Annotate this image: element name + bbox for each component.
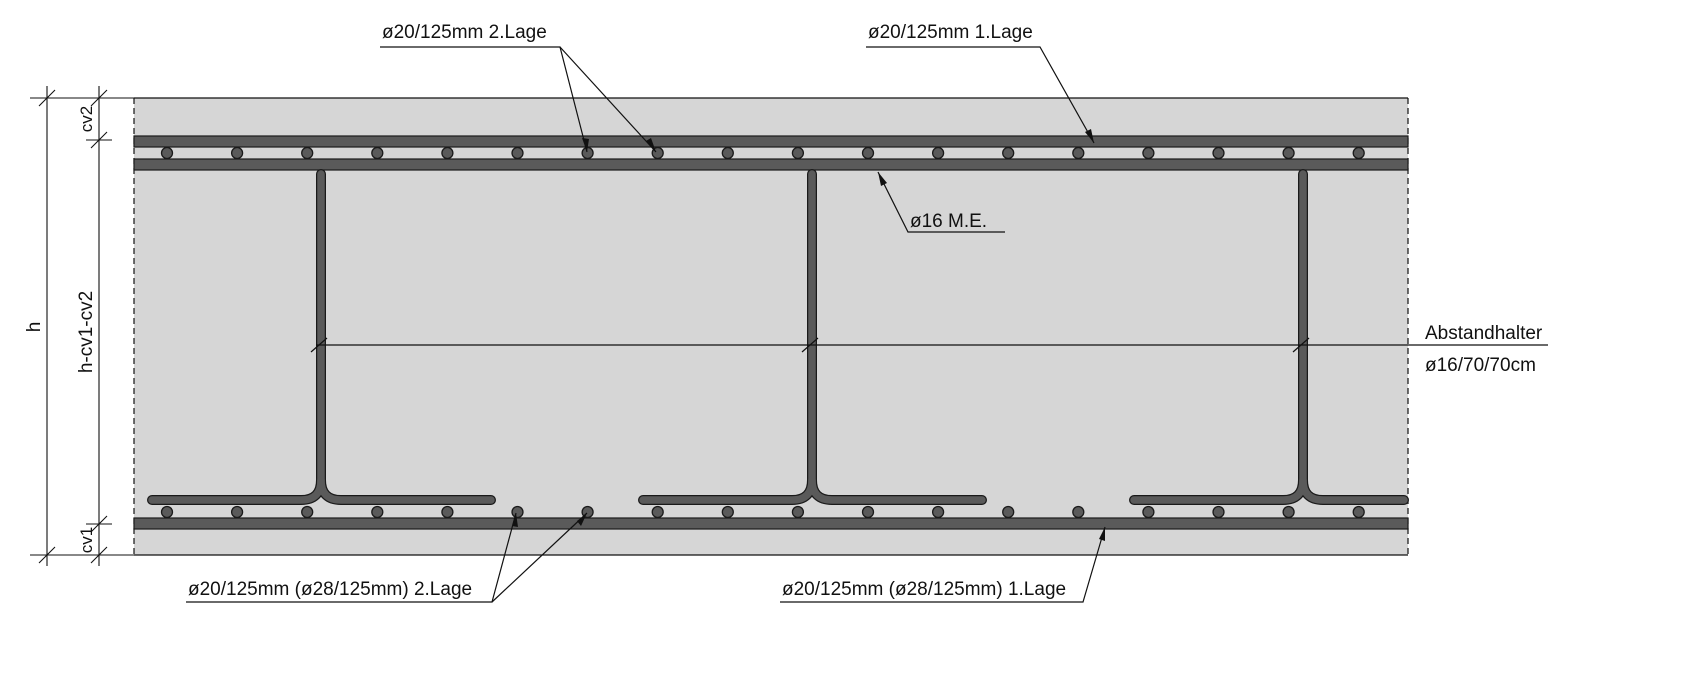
top-bar-dot <box>1212 146 1225 160</box>
top-bar-dot <box>1142 146 1155 160</box>
bottom-bar-dot <box>1002 505 1015 519</box>
top-bar-dot <box>1002 146 1015 160</box>
dim-label-cv1: cv1 <box>77 527 96 553</box>
top-bar-layer3 <box>133 158 1409 171</box>
concrete-fill <box>134 98 1408 555</box>
top-bar-layer1 <box>133 135 1409 148</box>
top-bar-dot <box>301 146 314 160</box>
bottom-bar-dot <box>1072 505 1085 519</box>
spacer-stirrup-2 <box>638 169 987 505</box>
leader-stirrup <box>877 171 1005 233</box>
top-bar-dots <box>160 146 1365 160</box>
label-spacer-spec: ø16/70/70cm <box>1425 355 1536 376</box>
label-bottom-layer2: ø20/125mm (ø28/125mm) 2.Lage <box>188 579 472 600</box>
tick-spacer-1 <box>310 337 328 353</box>
bottom-bar-dot <box>160 505 174 519</box>
top-bar-dot <box>371 146 384 160</box>
leader-top-layer1 <box>866 46 1095 144</box>
top-bar-dot <box>230 146 244 160</box>
spacer-stirrup-1 <box>147 169 496 505</box>
tick-h-top <box>38 89 56 107</box>
top-bar-dot <box>1352 146 1365 160</box>
bottom-bar-dot <box>721 505 734 519</box>
bottom-bar-dot <box>441 505 454 519</box>
dimension-lines <box>30 86 134 566</box>
top-bar-dot <box>581 146 594 160</box>
tick-inner-3 <box>90 515 108 533</box>
tick-inner-4 <box>90 546 108 564</box>
arrow-bottom-layer2-a <box>512 513 518 527</box>
bottom-bar-dot <box>1212 505 1225 519</box>
dim-label-inner: h-cv1-cv2 <box>76 291 97 373</box>
bottom-bar-dot <box>1142 505 1155 519</box>
top-bar-dot <box>160 146 174 160</box>
arrow-top-layer2-a <box>582 138 589 152</box>
arrow-bottom-layer1 <box>1099 527 1105 541</box>
bottom-bar-dot <box>791 505 805 519</box>
label-bottom-layer1: ø20/125mm (ø28/125mm) 1.Lage <box>782 579 1066 600</box>
spacer-stirrups <box>147 169 1409 505</box>
top-bar-dot <box>721 146 734 160</box>
bottom-bar-dot <box>511 505 524 519</box>
top-bar-dot <box>1072 146 1085 160</box>
bottom-bar-layer1 <box>133 517 1409 530</box>
bottom-bar-dot <box>371 505 384 519</box>
label-spacer-title: Abstandhalter <box>1425 323 1543 344</box>
leader-lines <box>186 46 1548 603</box>
bottom-bar-dot <box>861 505 875 519</box>
top-bar-dot <box>1282 146 1295 160</box>
arrow-stirrup <box>878 172 887 186</box>
leader-top-layer2-b <box>559 46 657 153</box>
concrete-slab <box>133 97 1409 556</box>
bottom-bar-dot <box>1352 505 1365 519</box>
label-top-layer2: ø20/125mm 2.Lage <box>382 22 547 43</box>
tick-inner-2 <box>90 131 108 149</box>
top-bar-dot <box>861 146 875 160</box>
tick-spacer-2 <box>801 337 819 353</box>
arrow-top-layer2-b <box>646 138 656 152</box>
dim-label-h: h <box>24 322 45 333</box>
top-bar-dot <box>791 146 805 160</box>
spacer-stirrup-3 <box>1129 169 1409 505</box>
leader-bottom-layer1 <box>780 526 1106 603</box>
arrow-top-layer1 <box>1085 129 1094 143</box>
arrow-bottom-layer2-b <box>577 513 587 526</box>
label-top-layer1: ø20/125mm 1.Lage <box>868 22 1033 43</box>
top-bar-dot <box>441 146 454 160</box>
dim-label-cv2: cv2 <box>77 106 96 132</box>
top-bar-dot <box>511 146 524 160</box>
bottom-bar-dot <box>1282 505 1295 519</box>
leader-bottom-layer2-b <box>491 512 588 603</box>
bottom-bar-dot <box>230 505 244 519</box>
bottom-bar-dot <box>301 505 314 519</box>
bottom-bar-dot <box>931 505 945 519</box>
bottom-bar-dot <box>651 505 664 519</box>
tick-spacer-3 <box>1292 337 1310 353</box>
tick-h-bottom <box>38 546 56 564</box>
label-stirrup: ø16 M.E. <box>910 211 987 232</box>
bottom-bar-dots <box>160 505 1365 519</box>
top-bar-dot <box>931 146 945 160</box>
tick-inner-1 <box>90 89 108 107</box>
